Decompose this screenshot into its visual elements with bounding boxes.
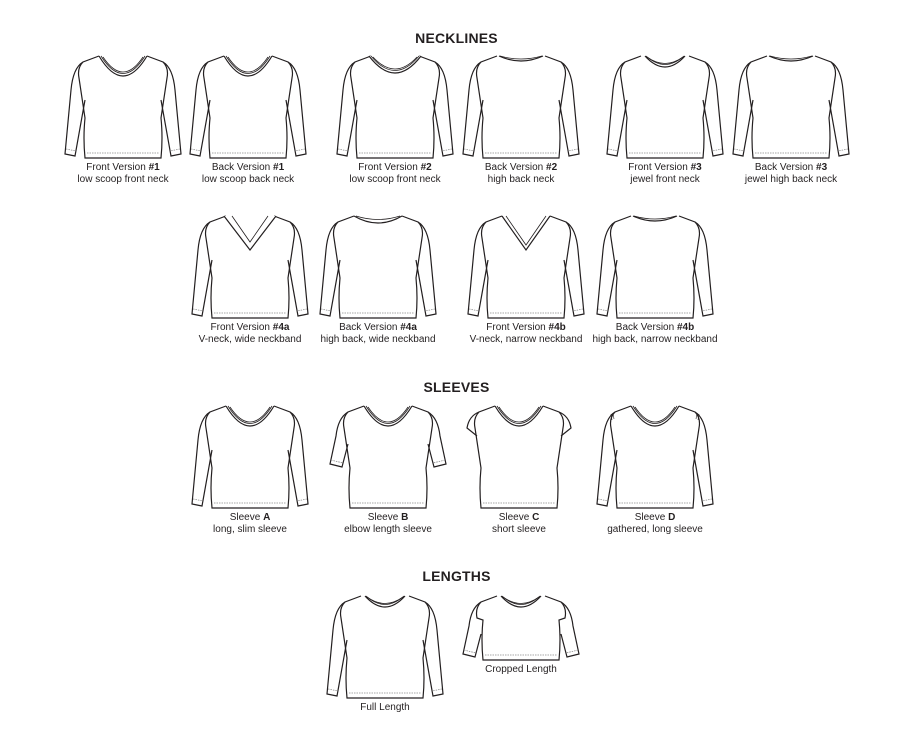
- caption-line1: Full Length: [360, 702, 410, 713]
- caption-line1: Back Version #4a: [339, 322, 417, 333]
- garment-sketch-icon: [462, 55, 580, 159]
- garment-sketch-icon: [467, 215, 585, 319]
- caption-line1: Back Version #1: [211, 162, 285, 173]
- caption-line2: V-neck, narrow neckband: [469, 334, 583, 345]
- caption-line2: high back neck: [487, 174, 555, 185]
- caption-line1: Front Version #2: [358, 162, 432, 173]
- section-title-necklines: NECKLINES: [415, 30, 498, 46]
- caption-line1: Front Version #3: [628, 162, 702, 173]
- caption-line2: jewel high back neck: [744, 174, 838, 185]
- garment-sketch-icon: [326, 595, 444, 699]
- garment-sketch-icon: [466, 405, 572, 509]
- caption-line1: Sleeve C: [498, 512, 540, 523]
- caption-line2: long, slim sleeve: [213, 524, 287, 535]
- caption-line2: low scoop back neck: [201, 174, 295, 185]
- garment-sketch-icon: [596, 405, 714, 509]
- caption-line2: high back, narrow neckband: [592, 334, 718, 345]
- caption-line1: Back Version #3: [754, 162, 828, 173]
- garment-sketch-icon: [191, 405, 309, 509]
- garment-sketch-icon: [732, 55, 850, 159]
- caption-line1: Front Version #4a: [210, 322, 290, 333]
- garment-cropped-length: Cropped Length: [456, 590, 586, 676]
- garment-full-length: Full Length: [320, 590, 450, 714]
- caption-line2: low scoop front neck: [77, 174, 169, 185]
- caption-line2: elbow length sleeve: [344, 524, 432, 535]
- garment-sketch-icon: [596, 215, 714, 319]
- caption-line1: Back Version #4b: [615, 322, 695, 333]
- section-title-lengths: LENGTHS: [422, 568, 491, 584]
- garment-sketch-icon: [319, 215, 437, 319]
- caption-line2: jewel front neck: [630, 174, 700, 185]
- section-title-sleeves: SLEEVES: [423, 379, 490, 395]
- caption-line1: Front Version #4b: [486, 322, 566, 333]
- garment-sketch-icon: [64, 55, 182, 159]
- caption-line1: Front Version #1: [86, 162, 160, 173]
- caption-line1: Sleeve B: [367, 512, 409, 523]
- garment-sketch-icon: [462, 595, 580, 661]
- caption-line2: V-neck, wide neckband: [198, 334, 302, 345]
- caption-line1: Cropped Length: [485, 664, 557, 675]
- garment-sketch-icon: [189, 55, 307, 159]
- caption-line2: gathered, long sleeve: [607, 524, 703, 535]
- garment-sketch-icon: [336, 55, 454, 159]
- garment-sketch-icon: [191, 215, 309, 319]
- caption-line2: high back, wide neckband: [320, 334, 436, 345]
- caption-line2: short sleeve: [492, 524, 546, 535]
- caption-line1: Back Version #2: [484, 162, 558, 173]
- garment-sketch-icon: [329, 405, 447, 509]
- garment-sketch-icon: [606, 55, 724, 159]
- caption-line1: Sleeve D: [634, 512, 676, 523]
- caption-line1: Sleeve A: [229, 512, 271, 523]
- caption-line2: low scoop front neck: [349, 174, 441, 185]
